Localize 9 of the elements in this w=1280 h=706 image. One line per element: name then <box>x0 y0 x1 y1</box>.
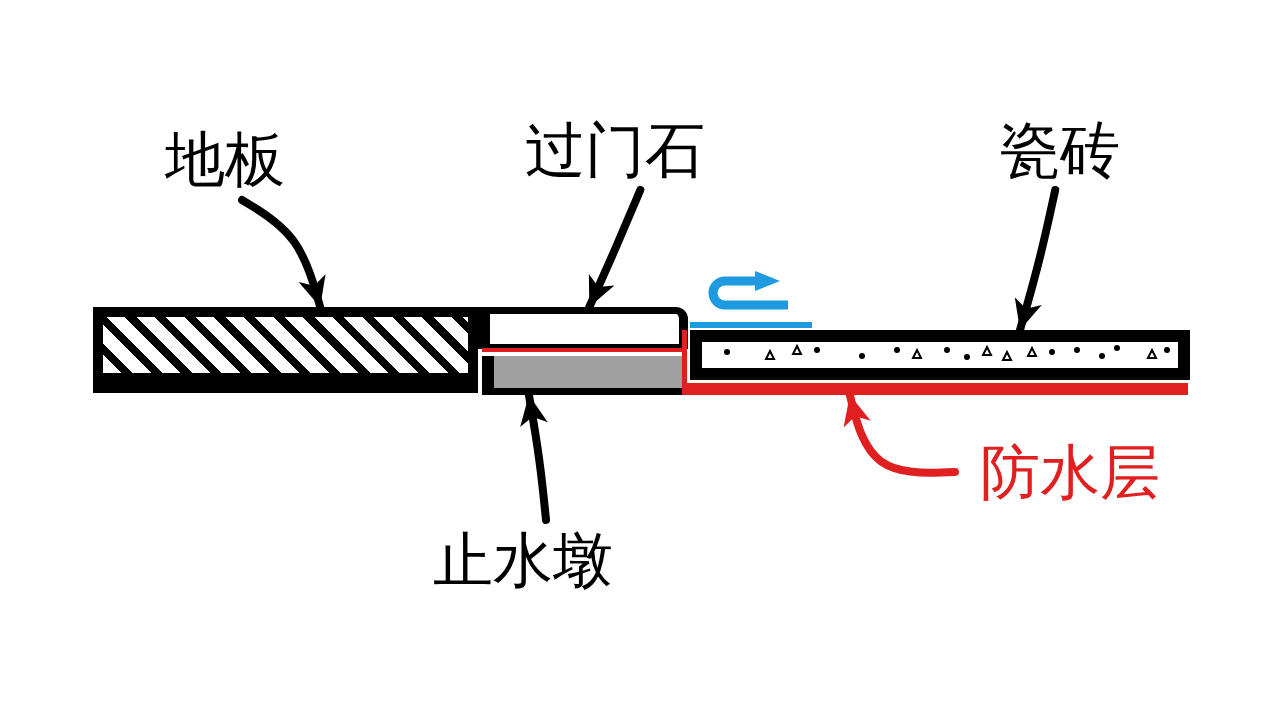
waterproof-layer <box>482 328 1188 395</box>
part-label: 止水墩 <box>432 530 613 590</box>
threshold-stone-drawing <box>478 307 688 349</box>
part-label: 瓷砖 <box>1000 120 1120 180</box>
part-label: 过门石 <box>525 120 705 180</box>
part-label: 防水层 <box>980 442 1160 502</box>
floorboard-drawing <box>93 307 478 393</box>
part-label: 地板 <box>165 129 285 189</box>
tile-drawing <box>690 330 1190 380</box>
